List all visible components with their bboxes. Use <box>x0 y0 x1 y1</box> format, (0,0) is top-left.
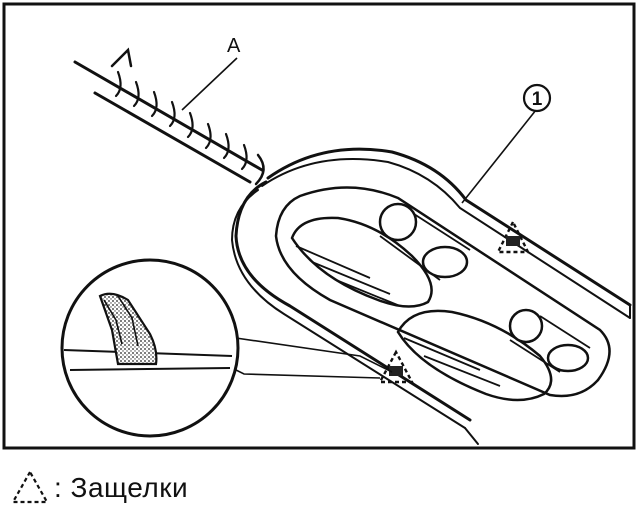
figure-frame <box>2 2 636 450</box>
detail-magnifier <box>60 258 240 438</box>
wire-harness <box>73 47 265 186</box>
latch-detail-shape <box>98 292 158 366</box>
latch-marker-lower <box>378 349 414 384</box>
label-a: A <box>227 35 241 57</box>
label-1: 1 <box>532 89 543 110</box>
inner-tray <box>274 186 611 398</box>
cover-outline <box>230 147 632 445</box>
upper-connector <box>290 202 471 308</box>
legend-label: : Защелки <box>54 472 189 503</box>
dashed-triangle-icon <box>11 469 49 504</box>
lower-connector <box>396 308 591 402</box>
label-1-circle <box>522 83 552 113</box>
latch-marker-upper <box>496 219 530 254</box>
legend: : Защелки <box>8 468 188 508</box>
